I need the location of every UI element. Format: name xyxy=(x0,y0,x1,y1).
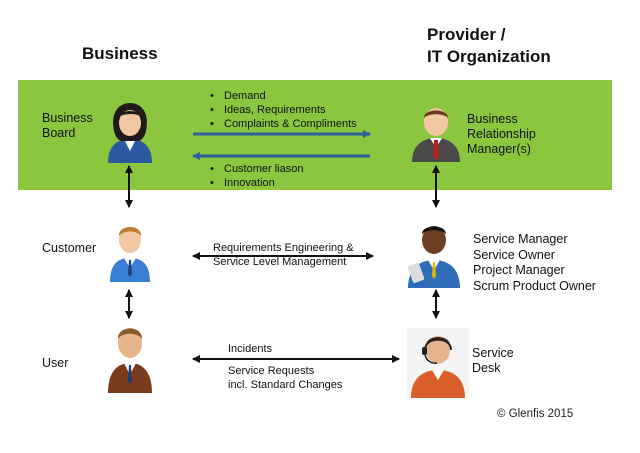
role-service-manager: Service Manager xyxy=(473,232,568,246)
role-scrum-product-owner: Scrum Product Owner xyxy=(473,278,596,293)
customer-label: Customer xyxy=(42,241,97,255)
service-manager-icon xyxy=(407,226,460,288)
user-label: User xyxy=(42,356,69,370)
business-board-label-line1: Business xyxy=(42,111,93,125)
board-to-brm-flow-list: Demand Ideas, Requirements Complaints & … xyxy=(208,89,357,131)
brm-label-line2: Relationship xyxy=(467,127,536,141)
service-desk-label-line2: Desk xyxy=(472,361,501,375)
flow-incidents: Incidents xyxy=(228,343,273,355)
customer-icon xyxy=(110,227,150,282)
flow-item-innovation: Innovation xyxy=(208,176,303,190)
flow-item-demand: Demand xyxy=(208,89,357,103)
brm-to-board-flow-list: Customer liason Innovation xyxy=(208,162,303,190)
business-heading: Business xyxy=(82,44,158,63)
flow-item-complaints: Complaints & Compliments xyxy=(208,117,357,131)
businesswoman-icon xyxy=(108,103,152,163)
brm-label: Business Relationship Manager(s) xyxy=(467,112,536,157)
brm-label-line3: Manager(s) xyxy=(467,142,531,156)
service-desk-label-line1: Service xyxy=(472,346,514,360)
business-relationship-manager-icon xyxy=(412,108,460,162)
brm-label-line1: Business xyxy=(467,112,518,126)
flow-service-requests-line2: incl. Standard Changes xyxy=(228,379,343,391)
provider-heading-line1: Provider / xyxy=(427,25,506,44)
business-board-label: Business Board xyxy=(42,111,93,141)
provider-heading-line2: IT Organization xyxy=(427,47,551,66)
role-project-manager: Project Manager xyxy=(473,263,565,277)
flow-item-customer-liason: Customer liason xyxy=(208,162,303,176)
flow-item-ideas: Ideas, Requirements xyxy=(208,103,357,117)
flow-service-requests: Service Requests incl. Standard Changes xyxy=(228,364,342,392)
business-board-label-line2: Board xyxy=(42,126,76,140)
flow-requirements-engineering: Requirements Engineering & xyxy=(213,242,354,254)
service-desk-agent-icon xyxy=(407,328,469,398)
service-roles-label: Service Manager Service Owner Project Ma… xyxy=(473,232,596,294)
user-icon xyxy=(108,328,152,393)
copyright-notice: © Glenfis 2015 xyxy=(497,408,574,420)
flow-service-requests-line1: Service Requests xyxy=(228,365,315,377)
role-service-owner: Service Owner xyxy=(473,247,555,262)
service-desk-label: Service Desk xyxy=(472,346,514,376)
